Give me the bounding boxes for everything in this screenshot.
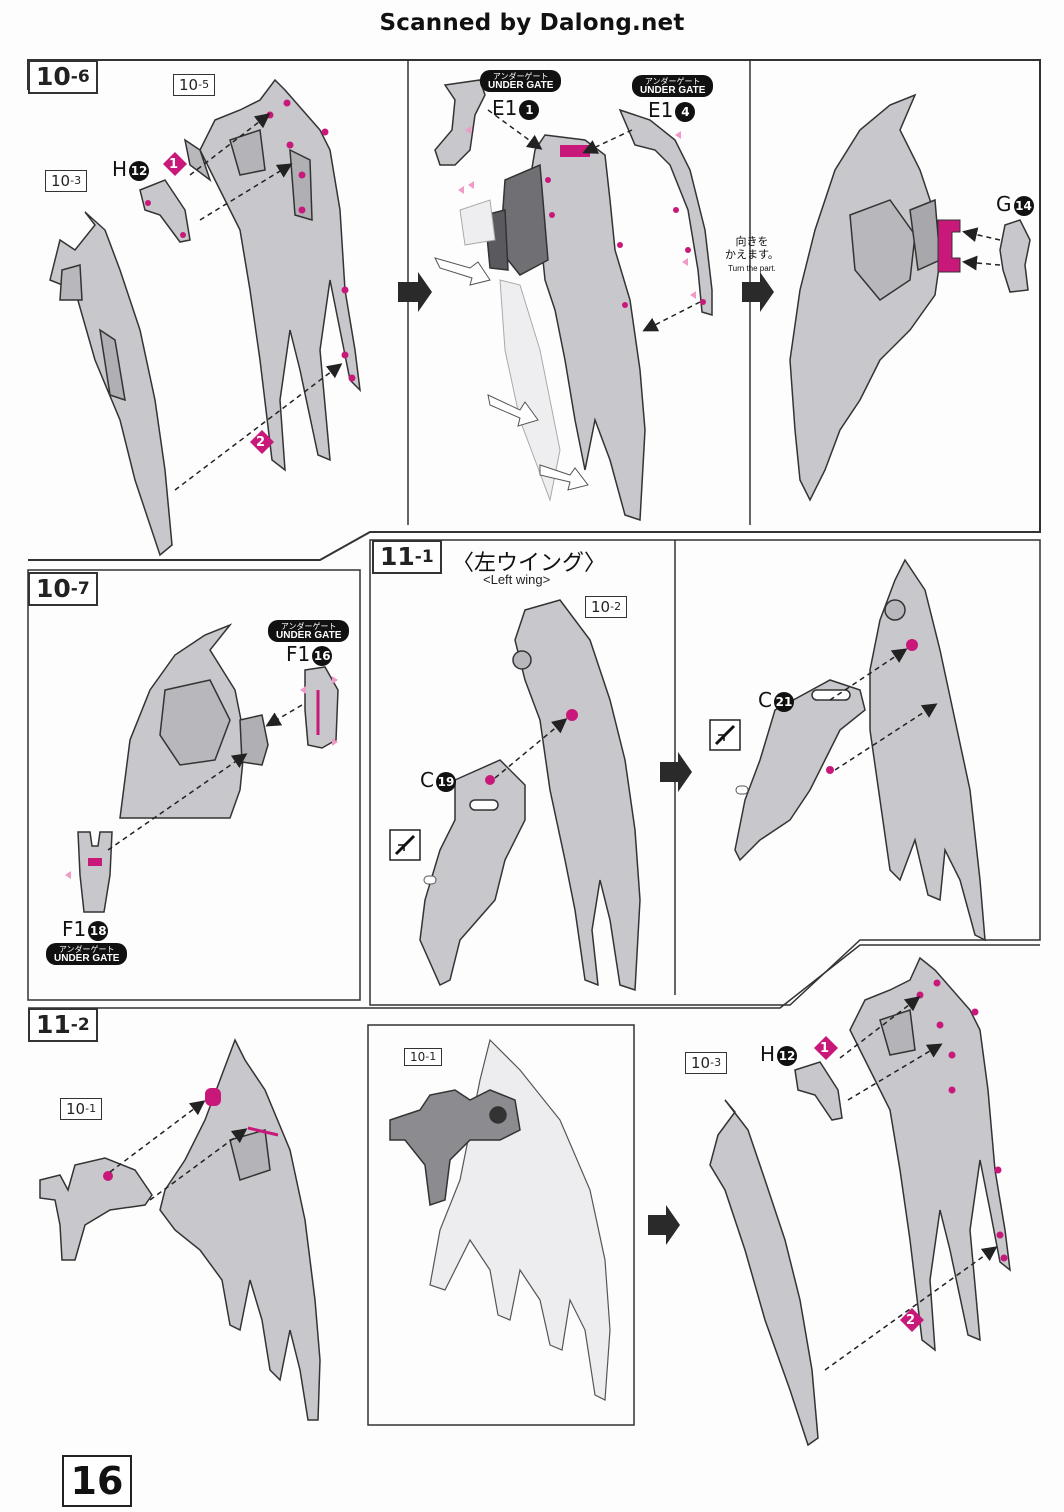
step-label-11-1: 11-1	[372, 540, 442, 574]
step-subtitle-left-wing: <Left wing>	[483, 572, 551, 587]
part-10-1-b	[389, 1089, 521, 1207]
part-c19	[419, 759, 526, 987]
step-title-left-wing: 〈左ウイング〉	[452, 551, 607, 576]
part-10-1-a	[39, 1157, 153, 1261]
motion-arrows	[434, 257, 589, 491]
magenta-joint	[937, 219, 961, 273]
part-c21	[734, 679, 866, 862]
wing-body-e1	[484, 134, 646, 522]
arrows-10-7	[107, 704, 303, 851]
wing-10-7	[119, 623, 269, 819]
part-f1-18	[77, 831, 113, 913]
part-h12-b	[794, 1061, 843, 1121]
ref-label-10-3-b: 10-3	[685, 1052, 728, 1074]
arrows-e1	[487, 109, 701, 332]
magenta-pegs-c21	[826, 639, 918, 774]
ref-label-10-3-a: 10-3	[45, 170, 88, 192]
wing-body-11-2-right	[849, 956, 1011, 1352]
arrows-11-2	[109, 1100, 248, 1201]
ref-label-10-1-a: 10-1	[60, 1098, 103, 1120]
seq-marks-10-6	[163, 152, 274, 454]
ref-label-10-2: 10-2	[585, 596, 628, 618]
ref-label-10-5: 10-5	[173, 74, 216, 96]
page-number: 16	[62, 1455, 132, 1507]
wing-body-10-5	[183, 78, 362, 472]
wing-assembled-back	[789, 93, 941, 502]
arrows-c21	[829, 648, 938, 771]
wing-11-2	[159, 1038, 321, 1421]
ref-label-10-1-b: 10-1	[404, 1048, 443, 1066]
arrows-10-6	[174, 113, 343, 491]
tool-nippers-b	[709, 719, 749, 795]
seq-number-2b: 2	[906, 1313, 916, 1328]
wing-10-2	[512, 599, 641, 992]
tool-nippers-a	[389, 829, 437, 885]
part-e1-1	[434, 79, 486, 166]
step-label-11-2: 11-2	[28, 1008, 98, 1042]
magenta-pegs-10-6	[145, 99, 356, 382]
flow-arrows	[398, 272, 774, 1245]
seq-number-1b: 1	[820, 1041, 830, 1056]
wing-c21	[869, 558, 986, 942]
part-g14	[999, 219, 1031, 293]
seq-number-2a: 2	[256, 435, 266, 450]
pink-gate-marks-a	[65, 126, 696, 879]
arrows-11-2-right	[824, 996, 998, 1371]
part-e1-4	[618, 108, 713, 317]
step-label-10-6: 10-6	[28, 60, 98, 94]
wing-part-10-3	[49, 211, 173, 557]
step-label-10-7: 10-7	[28, 572, 98, 606]
arrows-c19	[494, 718, 568, 779]
seq-number-1a: 1	[169, 157, 179, 172]
turn-part-note: 向きを かえます。 Turn the part.	[725, 236, 779, 273]
scan-credit: Scanned by Dalong.net	[379, 10, 685, 36]
magenta-pegs-11-2	[103, 1088, 279, 1181]
wing-10-3-b	[709, 1099, 819, 1447]
magenta-pegs-c19	[485, 709, 578, 785]
arrows-g14	[962, 227, 1001, 271]
seq-marks-11-2	[814, 1036, 924, 1332]
part-h12	[139, 179, 191, 243]
part-f1-16	[304, 666, 339, 749]
